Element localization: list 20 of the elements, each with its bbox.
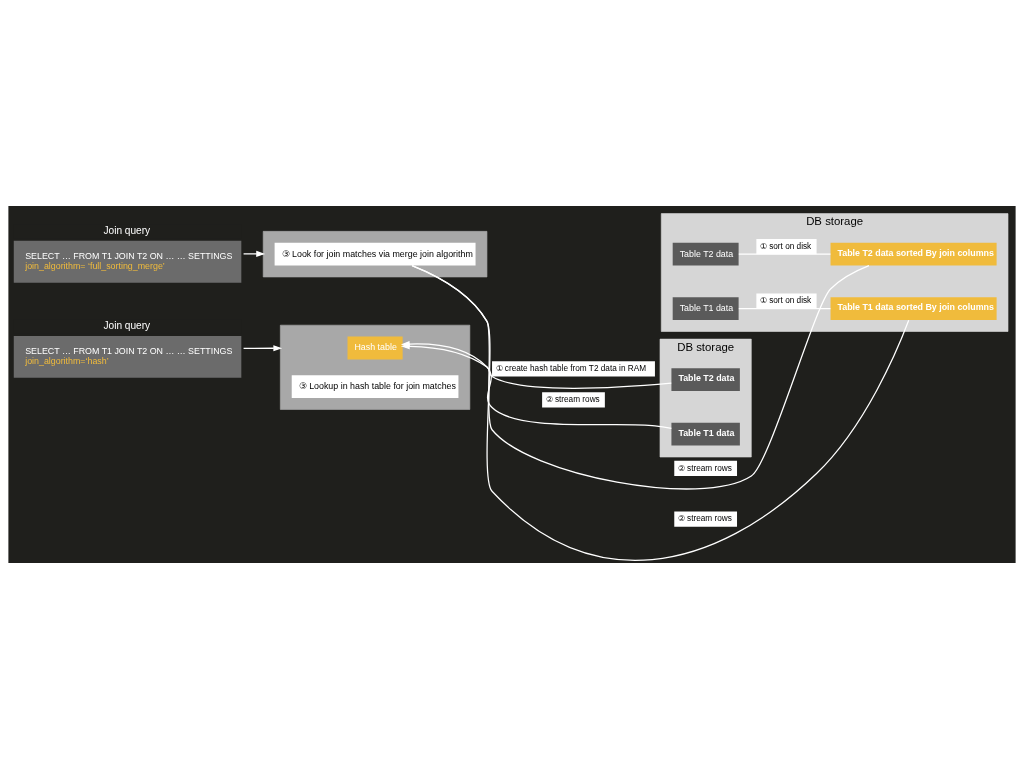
node-label: Join query [103,224,151,236]
connector [738,253,832,255]
connector [411,264,870,489]
node-box: ③ Lookup in hash table for join matches [291,374,459,398]
node-box: Table T2 data [672,242,739,266]
connector [411,264,910,561]
node-box: Table T2 data [671,367,740,391]
node-box: SELECT … FROM T1 JOIN T2 ON … … SETTINGS join_algorithm=‘hash’ [13,335,242,378]
node-box: Table T1 data sorted By join columns [830,296,997,320]
node-box: SELECT … FROM T1 JOIN T2 ON … … SETTINGS join_algorithm= ‘full_sorting_merge’ [13,240,242,283]
arrow [242,344,283,351]
node-box: Table T2 data sorted By join columns [830,242,997,266]
node-box: ③ Look for join matches via merge join algorithm [274,242,476,266]
node-box: Table T1 data [671,422,740,446]
cluster [280,324,471,410]
node-label: Join query [103,319,151,331]
node-box: Table T1 data [672,296,739,320]
cluster [262,230,488,277]
arrow [242,250,266,257]
node-box: Hash table [347,336,403,359]
